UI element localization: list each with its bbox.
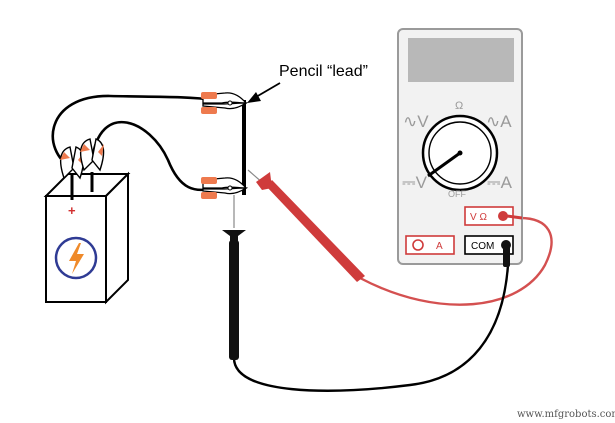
wire-negative: [90, 120, 216, 192]
multimeter-display: [408, 38, 514, 82]
watermark: www.mfgrobots.com: [517, 409, 615, 420]
battery-clip-negative: [79, 138, 105, 192]
dial-label-ac-amps: ∿A: [486, 112, 512, 131]
dial-label-off: OFF: [448, 189, 466, 199]
dial-label-dc-volts: ⎓V: [402, 173, 428, 192]
pencil-lead-label: Pencil “lead”: [279, 63, 368, 80]
alligator-clip-upper: [201, 92, 249, 114]
battery-minus-label: −: [95, 189, 102, 203]
black-probe-lead: [232, 264, 510, 392]
battery: + −: [43, 171, 131, 305]
red-probe-lead: [359, 216, 553, 306]
bolt-glyph: [69, 243, 84, 274]
alligator-clip-lower: [201, 177, 249, 199]
jack-com-box: [464, 235, 514, 255]
jack-amps[interactable]: [412, 239, 424, 251]
battery-wires: [51, 94, 216, 192]
battery-plus-label: +: [68, 203, 76, 218]
selector-dial-inner: [428, 121, 492, 185]
black-probe: [222, 195, 246, 360]
dial-label-dc-amps: ⎓A: [487, 173, 513, 192]
red-probe: [247, 169, 365, 282]
dial-label-ac-volts: ∿V: [403, 112, 429, 131]
jack-com-label: COM: [471, 241, 494, 252]
jack-vohm-label: V Ω: [470, 212, 487, 223]
selector-pointer: [427, 151, 461, 178]
jack-amps-label: A: [436, 241, 443, 252]
multimeter: Ω ∿V ∿A ⎓V ⎓A OFF V Ω A COM: [397, 28, 523, 267]
wire-positive: [51, 94, 216, 170]
arrow-pointer-icon: [247, 82, 281, 103]
battery-side: [105, 171, 129, 305]
jack-vohm[interactable]: [498, 211, 508, 221]
dial-label-ohm: Ω: [455, 100, 463, 112]
